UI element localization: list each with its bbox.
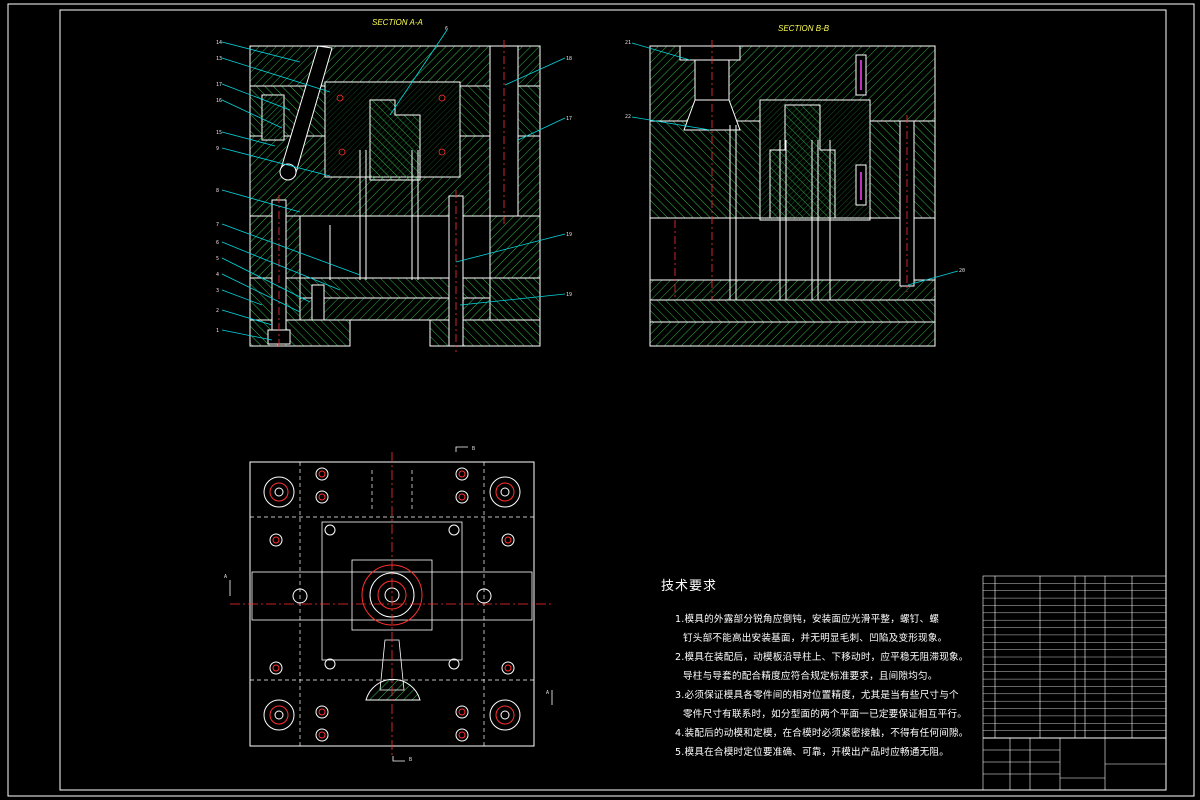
tech-line-8: 5.模具在合模时定位要准确、可靠，开模出产品时应畅通无阻。 (675, 747, 949, 758)
section-b-leaders (631, 42, 959, 286)
svg-text:13: 13 (216, 56, 222, 62)
section-b-title: SECTION B-B (778, 24, 830, 33)
section-b-leader-numbers: 21 22 20 (625, 40, 965, 274)
svg-text:4: 4 (216, 272, 219, 278)
svg-text:8: 8 (216, 188, 219, 194)
title-block (982, 575, 1167, 791)
tech-line-3: 2.模具在装配后，动模板沿导柱上、下移动时，应平稳无阻滞现象。 (675, 652, 969, 663)
svg-text:2: 2 (216, 308, 219, 314)
section-a-view: SECTION A-A (249, 18, 541, 352)
technical-requirements: 技术要求 1.模具的外露部分锐角应倒钝，安装面应光滑平整，螺钉、螺 钉头部不能高… (655, 575, 969, 762)
svg-text:19: 19 (566, 292, 572, 298)
svg-text:16: 16 (216, 98, 222, 104)
tech-line-4: 导柱与导套的配合精度应符合规定标准要求，且间隙均匀。 (683, 671, 938, 682)
plan-view (229, 446, 554, 762)
svg-text:6: 6 (445, 26, 448, 32)
svg-text:19: 19 (566, 232, 572, 238)
section-a-title: SECTION A-A (372, 18, 423, 27)
svg-text:22: 22 (625, 114, 631, 120)
section-b-view: SECTION B-B (649, 24, 936, 347)
svg-text:3: 3 (216, 288, 219, 294)
tech-line-6: 零件尺寸有联系时，如分型面的两个平面一已定要保证相互平行。 (683, 709, 968, 720)
plan-section-mark-b-top: B (472, 446, 475, 452)
outer-border (7, 3, 1195, 797)
plan-section-mark-b-bottom: B (409, 757, 412, 763)
svg-text:1: 1 (216, 328, 219, 334)
svg-text:17: 17 (566, 116, 572, 122)
svg-text:6: 6 (216, 240, 219, 246)
plan-section-mark-a-left: A (224, 574, 227, 580)
tech-title: 技术要求 (661, 579, 718, 594)
section-a-leaders (221, 29, 566, 341)
svg-text:20: 20 (959, 268, 965, 274)
svg-text:21: 21 (625, 40, 631, 46)
tech-line-1: 1.模具的外露部分锐角应倒钝，安装面应光滑平整，螺钉、螺 (675, 614, 940, 625)
svg-text:18: 18 (566, 56, 572, 62)
section-a-leader-numbers: 14 13 17 16 15 9 8 7 6 5 4 3 2 1 6 18 17… (216, 26, 572, 334)
tech-line-2: 钉头部不能高出安装基面，并无明显毛刺、凹陷及变形现象。 (683, 633, 948, 644)
svg-text:14: 14 (216, 40, 222, 46)
inner-border (59, 9, 1167, 791)
tech-line-5: 3.必须保证模具各零件间的相对位置精度，尤其是当有些尺寸与个 (675, 690, 959, 701)
svg-text:15: 15 (216, 130, 222, 136)
bom-rows (983, 583, 1166, 731)
svg-text:7: 7 (216, 222, 219, 228)
tech-line-7: 4.装配后的动模和定模，在合模时必须紧密接触，不得有任何间隙。 (675, 728, 969, 739)
plan-section-mark-a-right: A (546, 690, 549, 696)
svg-text:9: 9 (216, 146, 219, 152)
svg-text:17: 17 (216, 82, 222, 88)
svg-text:5: 5 (216, 256, 219, 262)
